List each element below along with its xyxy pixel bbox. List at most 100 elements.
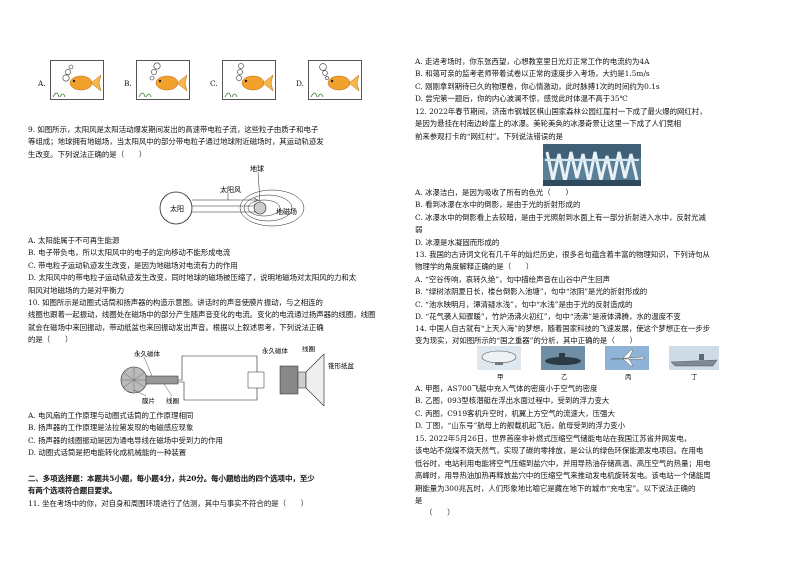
image-label-ding: 丁 [691, 373, 698, 381]
speaker-coil-label: 线圈 [302, 346, 315, 353]
question-15: 15. 2022年5月26日，世界首座非补燃式压缩空气储能电站在我国江苏省并网发… [415, 433, 789, 520]
microphone-speaker-diagram: 永久磁体 膜片 线圈 永久磁体 线圈 锥形纸盆 [120, 346, 355, 406]
image-label-yi: 乙 [561, 373, 568, 381]
question-11: 11. 坐在考场中的你，对自身和周围环境进行了估测，其中与事实不符合的是（ ） [28, 498, 402, 510]
question-10-options: A. 电风扇的工作原理与动圈式话筒的工作原理相同 B. 扬声器的工作原理是法拉第… [28, 410, 402, 460]
option-b: B. 电子带负电，所以太阳风中的电子的定向移动不能形成电流 [28, 248, 231, 258]
solar-wind-diagram: 太阳 太阳风 地球 地磁场 [159, 164, 305, 227]
earth-shape [253, 201, 267, 215]
option-a: A. “空谷传响，哀转久绝”，句中描绘声音在山谷中产生回声 [415, 275, 610, 284]
image-label-bing: 丙 [625, 373, 632, 381]
question-9: 9. 如图所示，太阳风是太阳活动爆发期间发出的高速带电粒子流，这些粒子由质子和电… [28, 124, 402, 161]
fish-option-c-label: C. [210, 79, 218, 88]
question-text: 的是（ ） [28, 335, 73, 345]
speaker-magnet [279, 365, 299, 395]
question-text: 物理学的角度解释正确的是（ ） [415, 262, 534, 272]
option-b: B. 和蔼可亲的监考老师带着试卷以正常的速度步入考场，大约是1.5m/s [415, 69, 650, 79]
question-text: 13. 我国的古诗词文化有几千年的灿烂历史，很多名句蕴含着丰富的物理知识，下列诗… [415, 250, 710, 259]
coil-label: 线圈 [166, 396, 179, 405]
option-d: D. 冰瀑是水凝固而形成的 [415, 237, 500, 247]
question-text: 11. 坐在考场中的你，对自身和周围环境进行了估测，其中与事实不符合的是（ ） [28, 499, 309, 508]
question-text: 9. 如图所示，太阳风是太阳活动爆发期间发出的高速带电粒子流，这些粒子由质子和电… [28, 125, 319, 134]
question-text: 期能量为300兆瓦时，人们形象地比喻它是藏在地下的城市“充电宝”。以下说法正确的 [415, 483, 696, 493]
question-10: 10. 如图所示是动圈式话筒和扬声器的构造示意图。讲话时的声音使膜片振动，与之相… [28, 297, 402, 347]
option-c-continued: 弱 [415, 225, 423, 235]
section-2-heading: 二、多项选择题：本题共5小题，每小题4分，共20分。每小题给出的四个选项中，至少… [28, 473, 402, 498]
option-c: C. 丙图，C919客机升空时，机翼上方空气的流速大，压强大 [415, 408, 615, 418]
option-b: B. 乙图，093型核潜艇在浮出水面过程中，受到的浮力变大 [415, 396, 610, 406]
option-a: A. 走进考场时，你东张西望，心想教室里日光灯正常工作的电流约为4A [415, 57, 650, 66]
question-text: 该电站不烧煤不烧天然气，实现了碳的零排放，是公认的绿色环保能源发电项目。在用电 [415, 446, 704, 456]
geomagnetic-field-label: 地磁场 [276, 207, 297, 216]
option-a: A. 甲图，AS700飞艇中充入气体的密度小于空气的密度 [415, 384, 598, 393]
fish-image-b [136, 60, 190, 100]
option-d: D. 动圈式话筒是把电能转化成机械能的一种装置 [28, 448, 187, 458]
question-text: 12. 2022年春节期间，济南市钢城区棋山国家森林公园红崖村一下成了最火爆的网… [415, 107, 707, 116]
option-d: D. 太阳风中的带电粒子运动轨迹发生改变，同时地球的磁场被压缩了，说明地磁场对太… [28, 273, 357, 283]
question-12: 12. 2022年春节期间，济南市钢城区棋山国家森林公园红崖村一下成了最火爆的网… [415, 106, 789, 143]
fish-image-c [222, 60, 276, 100]
option-d: D. 丁图，“山东号”航母上的舰载机起飞后，航母受到的浮力变小 [415, 421, 626, 431]
goldfish-icon [310, 63, 360, 98]
question-text: 高峰时，用导热油加热再释放盐穴中的压缩空气来推动发电机旋转发电。该电站一个储能周 [415, 471, 711, 481]
image-label-jia: 甲 [497, 373, 504, 381]
goldfish-icon [138, 62, 188, 98]
option-a: A. 电风扇的工作原理与动圈式话筒的工作原理相同 [28, 411, 194, 420]
question-text: 等组成；地球拥有地磁场，当太阳风中的部分带电粒子通过地球附近磁场时，其运动轨迹发 [28, 137, 324, 147]
section-text: 二、多项选择题：本题共5小题，每小题4分，共20分。每小题给出的四个选项中，至少 [28, 474, 315, 483]
question-text: 生改变。下列说法正确的是（ ） [28, 149, 147, 159]
option-a: A. 太阳能属于不可再生能源 [28, 236, 120, 245]
q14-images: 甲 乙 丙 丁 [477, 346, 747, 382]
question-text: 10. 如图所示是动圈式话筒和扬声器的构造示意图。讲话时的声音使膜片振动，与之相… [28, 298, 323, 307]
sun-label: 太阳 [170, 204, 184, 213]
question-text: 前来参观打卡的“网红村”。下列说法错误的是 [415, 131, 563, 141]
ice-waterfall-photo [543, 144, 641, 186]
question-text: 14. 中国人自古就有“上天入海”的梦想，随着国家科技的飞速发展，使这个梦想正在… [415, 324, 711, 333]
aircraft-image [605, 346, 649, 370]
airship-image [477, 346, 521, 370]
question-text: 低谷时，电站利用电能将空气压缩到盐穴中，并用导热油存储高温、高压空气的热量；用电 [415, 458, 711, 468]
earth-label: 地球 [250, 164, 264, 173]
question-13: 13. 我国的古诗词文化有几千年的灿烂历史，很多名句蕴含着丰富的物理知识，下列诗… [415, 249, 789, 274]
option-c: C. “池水映明月，潭清疑水浅”，句中“水浅”是由于光的反射造成的 [415, 299, 633, 309]
sun-shape [159, 191, 193, 225]
question-11-options: A. 走进考场时，你东张西望，心想教室里日光灯正常工作的电流约为4A B. 和蔼… [415, 56, 789, 106]
option-b: B. 看到冰瀑在水中的倒影，是由于光的折射形成的 [415, 200, 581, 210]
question-text: 变为现实，对如图所示的“国之重器”的分析，其中正确的是（ ） [415, 336, 637, 346]
goldfish-icon [52, 64, 102, 98]
goldfish-icon [224, 63, 274, 98]
submarine-image [541, 346, 585, 370]
question-14-options: A. 甲图，AS700飞艇中充入气体的密度小于空气的密度 B. 乙图，093型核… [415, 383, 789, 433]
fish-image-a [50, 60, 104, 100]
option-c: C. 冰瀑水中的倒影看上去较暗，是由于光照射到水面上有一部分折射进入水中，反射光… [415, 212, 706, 222]
option-b: B. 扬声器的工作原理是法拉第发现的电磁感应现象 [28, 423, 194, 433]
question-text: 线圈也跟着一起振动，线圈处在磁场中的部分产生随声音变化的电流。变化的电流通过扬声… [28, 310, 376, 320]
section-text: 有两个选项符合题目要求。 [28, 486, 117, 496]
solar-wind-label: 太阳风 [220, 185, 241, 194]
fish-image-d [308, 60, 362, 100]
question-12-options: A. 冰瀑洁白，是因为吸收了所有的色光（ ） B. 看到冰瀑在水中的倒影，是由于… [415, 187, 789, 249]
aircraft-carrier-image [669, 346, 719, 370]
option-d-continued: 阳风对地磁场的力是对平衡力 [28, 285, 125, 295]
answer-bracket: （ ） [425, 508, 455, 518]
fish-option-d-label: D. [296, 79, 305, 88]
option-c: C. 带电粒子运动轨迹发生改变，是因为地磁场对电流有力的作用 [28, 260, 238, 270]
option-b: B. “绿树浓阴夏日长，楼台倒影入池塘”，句中“浓阴”是光的折射形成的 [415, 287, 648, 297]
fish-option-b-label: B. [124, 79, 132, 88]
question-9-options: A. 太阳能属于不可再生能源 B. 电子带负电，所以太阳风中的电子的定向移动不能… [28, 235, 402, 297]
question-text: 是因为悬挂在村南边岭崖上的冰瀑。美轮美奂的冰瀑奇景让这里一下成了人们竞相 [415, 119, 682, 129]
diaphragm-label: 膜片 [142, 396, 155, 405]
option-d: D. 尝完第一题后，你的内心波澜不惊，感觉此时体温不高于35℃ [415, 94, 628, 104]
question-text: 就会在磁场中来回振动，带动纸盆也来回振动发出声音。根据以上叙述思考，下列说法正确 [28, 322, 324, 332]
speaker-cone [305, 353, 325, 406]
cone-label: 锥形纸盆 [328, 361, 355, 370]
question-14: 14. 中国人自古就有“上天入海”的梦想，随着国家科技的飞速发展，使这个梦想正在… [415, 323, 789, 348]
option-c: C. 扬声器的线圈振动是因为通电导线在磁场中受到力的作用 [28, 435, 223, 445]
speaker-magnet-label: 永久磁体 [262, 346, 289, 355]
option-d: D. “花气袭人知骤暖”，竹炉汤沸火初红”，句中“汤沸”是液体沸腾，水的温度不变 [415, 312, 681, 322]
question-13-options: A. “空谷传响，哀转久绝”，句中描绘声音在山谷中产生回声 B. “绿树浓阴夏日… [415, 274, 789, 324]
fish-option-a-label: A. [38, 79, 46, 88]
question-text: 是 [415, 496, 423, 506]
option-a: A. 冰瀑洁白，是因为吸收了所有的色光（ ） [415, 188, 573, 197]
